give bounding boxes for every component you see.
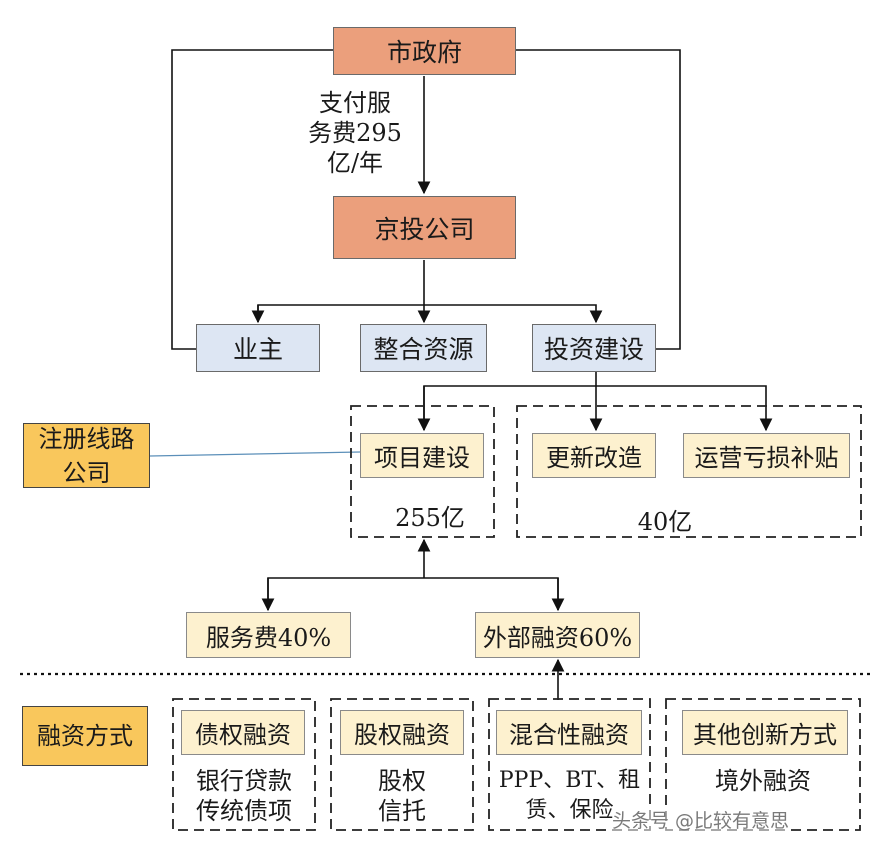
branch-jingtou bbox=[257, 304, 603, 324]
role-integrate: 整合资源 bbox=[360, 324, 487, 372]
loop-gov-owner bbox=[171, 49, 333, 350]
jingtou-label: 京投公司 bbox=[374, 214, 475, 244]
method-innovative-detail: 境外融资 bbox=[715, 767, 811, 795]
construction-amount: 255亿 bbox=[395, 504, 465, 532]
jingtou-node: 京投公司 bbox=[333, 196, 516, 259]
role-invest: 投资建设 bbox=[532, 324, 656, 372]
watermark: 头条号 @比较有意思 bbox=[612, 806, 790, 833]
source-service-fee: 服务费40% bbox=[186, 612, 351, 658]
group-equity bbox=[330, 698, 474, 831]
project-subsidy: 运营亏损补贴 bbox=[683, 433, 850, 478]
method-innovative: 其他创新方式 bbox=[682, 710, 848, 755]
method-equity-detail: 股权 信托 bbox=[378, 767, 426, 825]
source-external: 外部融资60% bbox=[475, 612, 640, 658]
method-hybrid: 混合性融资 bbox=[496, 710, 642, 755]
method-equity: 股权融资 bbox=[340, 710, 464, 755]
group-hybrid bbox=[488, 698, 651, 831]
group-debt bbox=[172, 698, 316, 831]
role-owner: 业主 bbox=[196, 324, 320, 372]
financing-label: 融资方式 bbox=[22, 706, 148, 766]
project-construction: 项目建设 bbox=[360, 433, 484, 478]
group-other-projects bbox=[516, 405, 862, 538]
group-construction bbox=[350, 405, 495, 538]
project-renovation: 更新改造 bbox=[532, 433, 656, 478]
gov-label: 市政府 bbox=[386, 38, 462, 67]
branch-invest bbox=[423, 385, 773, 432]
method-debt-detail: 银行贷款 传统债项 bbox=[196, 767, 292, 825]
link-registered bbox=[149, 451, 361, 457]
method-hybrid-detail: PPP、BT、租 赁、保险 bbox=[498, 768, 641, 823]
method-debt: 债权融资 bbox=[181, 710, 305, 755]
loop-gov-invest bbox=[516, 49, 681, 350]
other-amount: 40亿 bbox=[637, 508, 693, 536]
gov-node: 市政府 bbox=[333, 27, 516, 75]
registered-company: 注册线路 公司 bbox=[23, 423, 150, 488]
payment-label: 支付服 务费295 亿/年 bbox=[308, 89, 402, 177]
